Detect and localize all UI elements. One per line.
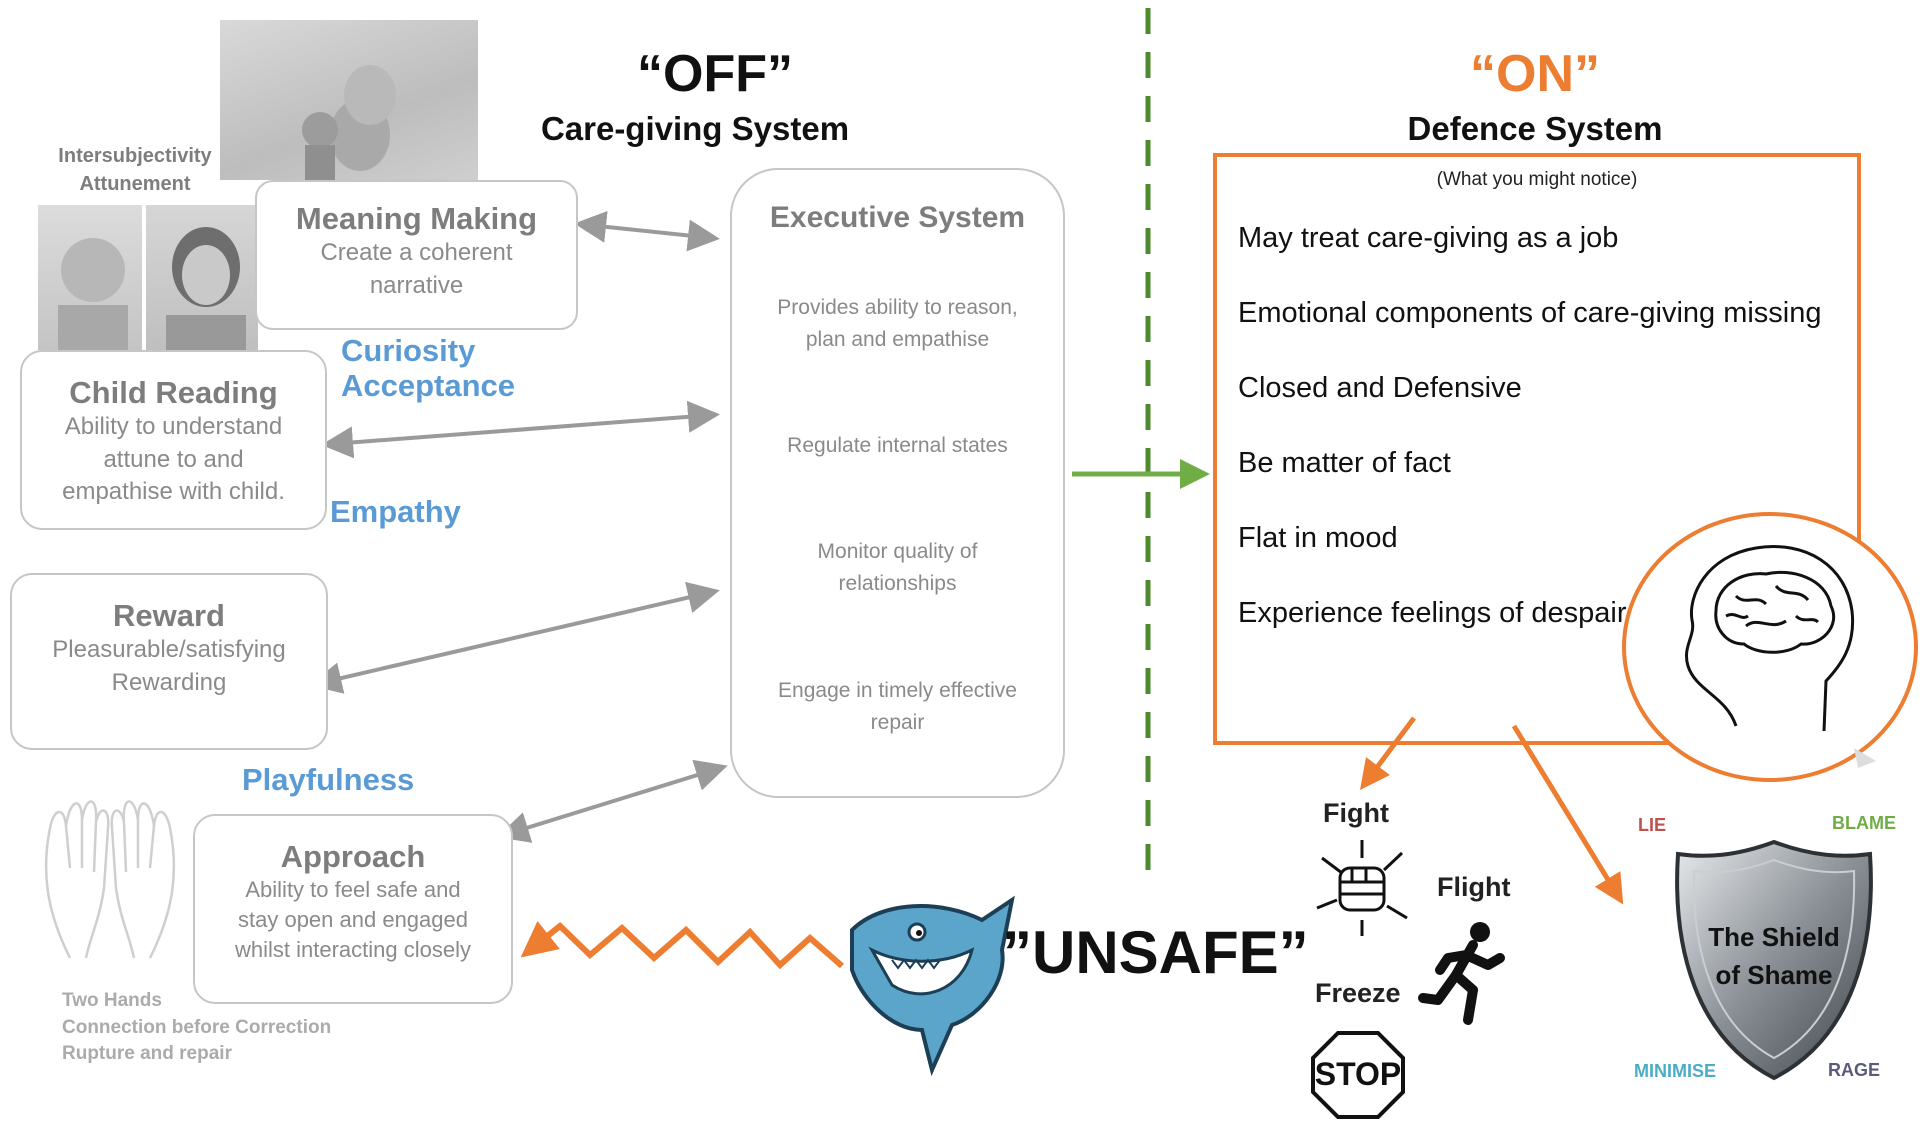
- defence-note: (What you might notice): [1436, 169, 1638, 190]
- executive-item-reason: Provides ability to reason, plan and emp…: [732, 292, 1063, 355]
- flight-label: Flight: [1437, 872, 1511, 902]
- running-person-icon: [1418, 922, 1505, 1025]
- arrow-defence-to-fight: [1360, 716, 1416, 790]
- child-reading-title: Child Reading: [69, 375, 278, 410]
- executive-item-regulate-line1: Regulate internal states: [787, 434, 1008, 457]
- reward-line1: Pleasurable/satisfying: [52, 636, 286, 664]
- executive-item-repair-line1: Engage in timely effective: [778, 679, 1017, 702]
- stop-sign-icon: STOP: [1310, 1030, 1406, 1120]
- executive-item-monitor-line2: relationships: [838, 571, 957, 595]
- rupture-and-repair-text: Rupture and repair: [62, 1043, 232, 1065]
- defence-item-matter-of-fact: Be matter of fact: [1238, 447, 1451, 479]
- intersubjectivity-text: Intersubjectivity: [58, 145, 212, 167]
- executive-item-regulate: Regulate internal states: [732, 430, 1063, 462]
- child-reading-box: Child Reading Ability to understand attu…: [20, 350, 327, 530]
- reward-box: Reward Pleasurable/satisfying Rewarding: [10, 573, 328, 750]
- shield-of-shame: The Shield of Shame: [1672, 838, 1876, 1082]
- approach-line3: whilst interacting closely: [235, 936, 471, 962]
- executive-system-box: Executive System Provides ability to rea…: [730, 168, 1065, 798]
- brain-head-circle: [1622, 512, 1918, 782]
- empathy-label: Empathy: [330, 494, 461, 529]
- arrow-approach-executive: [497, 759, 728, 843]
- meaning-making-box: Meaning Making Create a coherent narrati…: [255, 180, 578, 330]
- defence-item-flat-mood: Flat in mood: [1238, 522, 1398, 554]
- curiosity-label: Curiosity: [341, 333, 476, 368]
- shield-lie-label: LIE: [1638, 815, 1667, 835]
- shield-title-line2: of Shame: [1715, 960, 1833, 990]
- reward-line2: Rewarding: [111, 668, 227, 696]
- fight-label: Fight: [1323, 798, 1389, 828]
- shield-minimise-label: MINIMISE: [1634, 1061, 1717, 1081]
- executive-item-monitor: Monitor quality of relationships: [732, 536, 1063, 599]
- child-reading-line2: attune to and: [103, 445, 244, 473]
- film-still-photo: [220, 20, 478, 180]
- executive-system-title: Executive System: [769, 201, 1026, 234]
- defence-item-job: May treat care-giving as a job: [1238, 222, 1619, 254]
- executive-item-monitor-line1: Monitor quality of: [817, 540, 978, 563]
- meaning-making-title: Meaning Making: [295, 201, 538, 236]
- defence-item-despair: Experience feelings of despair: [1238, 597, 1627, 629]
- defence-box: [1213, 153, 1861, 745]
- on-title: “ON”: [1470, 45, 1600, 103]
- executive-item-repair: Engage in timely effective repair: [732, 675, 1063, 738]
- stop-sign-text: STOP: [1314, 1056, 1402, 1092]
- care-giving-system-title: Care-giving System: [540, 110, 850, 147]
- connection-before-correction-text: Connection before Correction: [62, 1016, 332, 1038]
- playfulness-label: Playfulness: [242, 762, 415, 797]
- executive-item-repair-line2: repair: [870, 710, 925, 734]
- approach-line2: stay open and engaged: [238, 906, 468, 932]
- approach-title: Approach: [280, 839, 426, 874]
- two-hands-caption: Two Hands Connection before Correction R…: [62, 988, 331, 1068]
- fist-icon: [1316, 840, 1408, 936]
- defence-item-closed: Closed and Defensive: [1238, 372, 1522, 404]
- defence-system-title: Defence System: [1407, 110, 1663, 147]
- child-reading-line3: empathise with child.: [62, 477, 285, 505]
- approach-box: Approach Ability to feel safe and stay o…: [193, 814, 513, 1004]
- two-hands-drawing: [44, 800, 176, 959]
- brain-head-icon: [1685, 545, 1876, 768]
- meaning-making-line1: Create a coherent: [320, 239, 513, 267]
- zigzag-unsafe-arrow: [520, 920, 844, 970]
- shield-blame-label: BLAME: [1832, 813, 1896, 833]
- executive-item-reason-line2: plan and empathise: [805, 327, 990, 351]
- two-hands-text: Two Hands: [62, 990, 162, 1011]
- defence-item-emotional: Emotional components of care-giving miss…: [1238, 297, 1822, 329]
- shark-drawing: [850, 895, 1015, 1077]
- acceptance-label: Acceptance: [341, 368, 516, 403]
- mother-photo: [146, 205, 258, 350]
- approach-line1: Ability to feel safe and: [245, 877, 461, 903]
- off-title: “OFF”: [637, 45, 793, 103]
- baby-photo: [38, 205, 142, 350]
- arrow-defence-to-shield: [1511, 724, 1624, 905]
- child-reading-line1: Ability to understand: [64, 413, 283, 441]
- attunement-text: Attunement: [79, 173, 191, 195]
- intersubjectivity-label: Intersubjectivity Attunement: [40, 142, 230, 198]
- meaning-making-line2: narrative: [369, 271, 464, 299]
- arrow-meaning-executive: [574, 210, 720, 252]
- arrow-childreading-executive: [321, 400, 720, 459]
- unsafe-label: ”UNSAFE”: [1002, 919, 1309, 986]
- reward-title: Reward: [113, 598, 225, 633]
- executive-item-reason-line1: Provides ability to reason,: [777, 296, 1018, 319]
- freeze-label: Freeze: [1315, 978, 1401, 1008]
- shield-rage-label: RAGE: [1828, 1060, 1881, 1080]
- shield-title-line1: The Shield: [1708, 922, 1840, 952]
- arrow-reward-executive: [309, 581, 720, 694]
- shield-icon: [1675, 839, 1873, 1081]
